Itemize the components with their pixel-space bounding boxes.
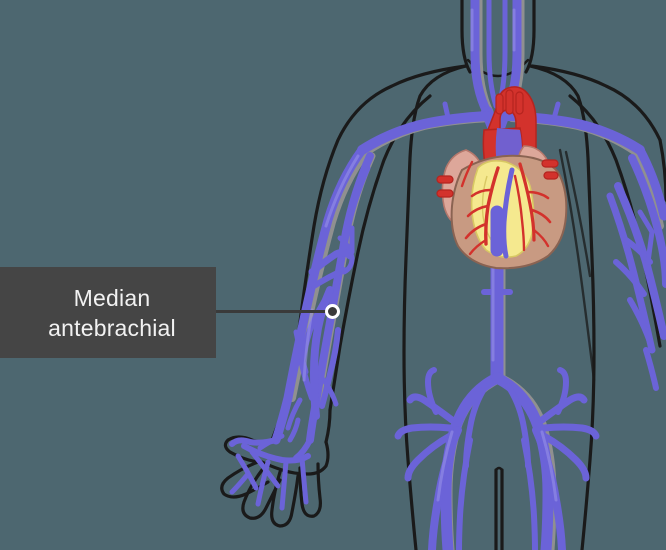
vein-network (229, 0, 666, 550)
vein-left-hand-group (229, 417, 313, 511)
label-line-1: Median (73, 284, 151, 311)
vein-right-iliac-femoral (491, 372, 554, 550)
heart-coronary-arteries (460, 160, 552, 256)
label-median-antebrachial[interactable]: Median antebrachial (0, 267, 216, 358)
leader-line (216, 310, 332, 313)
heart-anterior-interventricular-vein (501, 167, 515, 259)
vein-left-subclavian (357, 111, 492, 155)
thoracic-thin-vessels (558, 148, 596, 382)
vein-median-cubital (308, 248, 354, 276)
label-line-2: antebrachial (48, 314, 176, 341)
heart-organ (436, 86, 568, 270)
vein-right-arm-group (606, 145, 666, 391)
callout-marker-icon[interactable] (325, 304, 340, 319)
vein-left-arm-group (271, 145, 374, 445)
